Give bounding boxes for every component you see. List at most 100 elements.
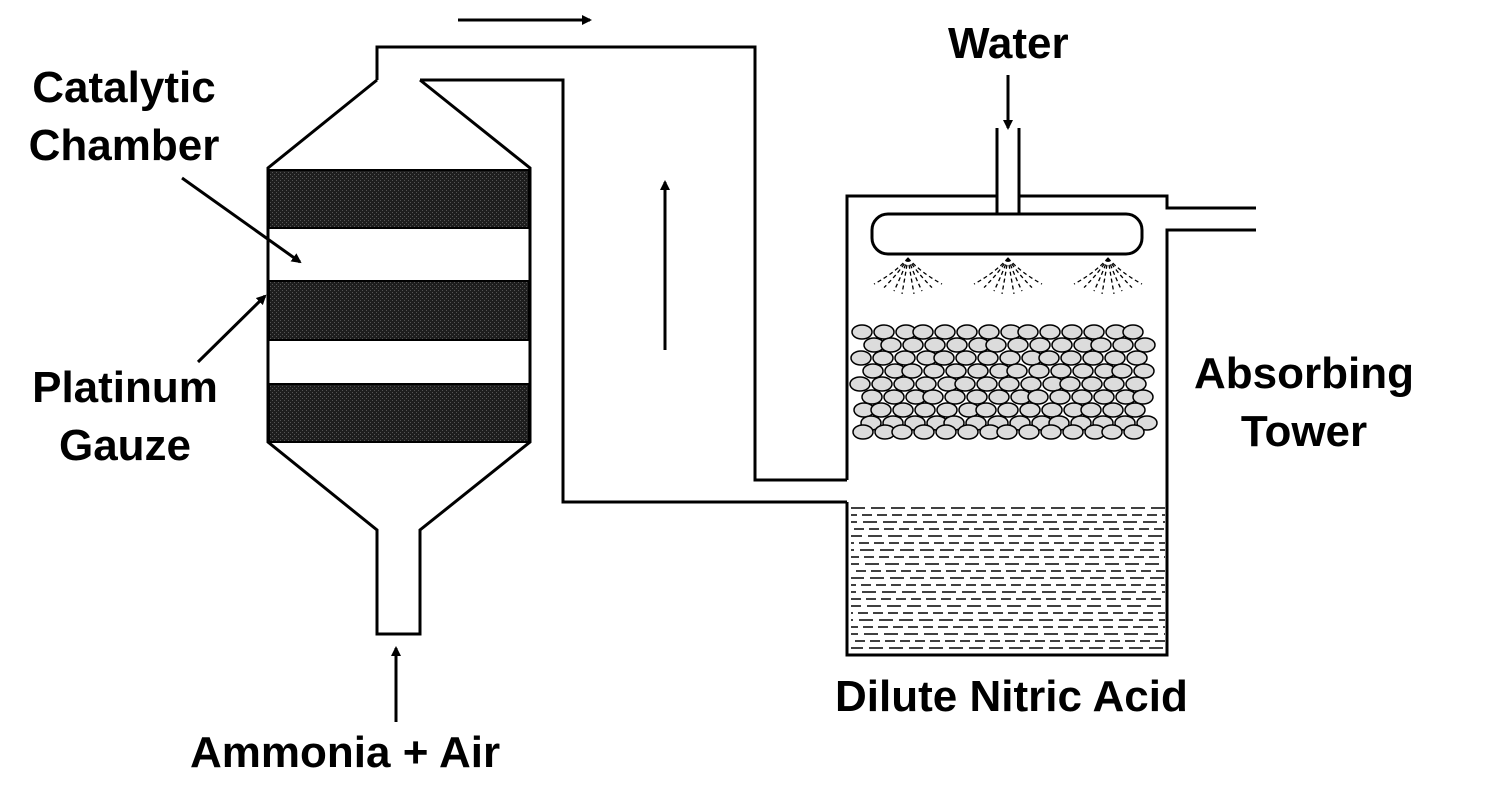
packing-pellet-icon: [1133, 363, 1155, 379]
packing-pellet-icon: [1104, 350, 1126, 366]
absorbing-tower-label: Absorbing Tower: [1175, 352, 1433, 454]
pointer-arrow-icon: [181, 176, 302, 264]
gauze-layer-3: [268, 383, 530, 443]
packing-pellet-icon: [1018, 424, 1040, 440]
packing-pellet-icon: [966, 389, 988, 405]
packing-pellet-icon: [944, 389, 966, 405]
packing-pellet-icon: [1072, 363, 1094, 379]
packing-pellet-icon: [955, 350, 977, 366]
packing-pellet-icon: [1017, 324, 1039, 340]
packing-pellet-icon: [1050, 363, 1072, 379]
water-label: Water: [948, 19, 1069, 68]
packing-pellet-icon: [872, 350, 894, 366]
catalytic-chamber-line-1: Catalytic: [32, 63, 216, 112]
packing-pellet-icon: [1061, 324, 1083, 340]
packing-pellet-icon: [1081, 376, 1103, 392]
absorbing-tower-line-1: Absorbing: [1194, 349, 1414, 398]
packing-pellet-icon: [914, 402, 936, 418]
water-sprayer: [870, 212, 1144, 256]
absorbing-tower: [845, 128, 1256, 657]
packing-pellet-icon: [1122, 324, 1144, 340]
packing-pellet-icon: [1062, 424, 1084, 440]
packing-pellet-icon: [999, 350, 1021, 366]
packing-pellet-icon: [913, 424, 935, 440]
packing-pellet-icon: [873, 324, 895, 340]
packing-pellet-icon: [1102, 402, 1124, 418]
packing-pellet-icon: [976, 376, 998, 392]
packing-pellet-icon: [1103, 376, 1125, 392]
packing-pellet-icon: [978, 324, 1000, 340]
packing-pellet-icon: [1051, 337, 1073, 353]
packing-pellet-icon: [1111, 363, 1133, 379]
packing-pellet-icon: [934, 324, 956, 340]
packing-pellet-icon: [924, 337, 946, 353]
dilute-nitric-acid-label: Dilute Nitric Acid: [835, 672, 1188, 721]
spray-nozzle-icon: [873, 257, 943, 295]
packing-pellet-icon: [852, 424, 874, 440]
packing-pellet-icon: [1006, 363, 1028, 379]
packing-pellet-icon: [915, 376, 937, 392]
packing-pellet-icon: [977, 350, 999, 366]
packing-pellet-icon: [945, 363, 967, 379]
packing-pellet-icon: [1112, 337, 1134, 353]
packing-pellet-icon: [901, 363, 923, 379]
platinum-gauze-line-2: Gauze: [58, 421, 192, 470]
packing-pellet-icon: [850, 350, 872, 366]
packing-pellet-icon: [851, 324, 873, 340]
packing-pellet-icon: [946, 337, 968, 353]
packing-pellet-icon: [985, 337, 1007, 353]
packing-pellet-icon: [880, 337, 902, 353]
packing-pellet-icon: [1090, 337, 1112, 353]
packing-pellet-icon: [1059, 376, 1081, 392]
packing-pellet-icon: [997, 402, 1019, 418]
packing-pellet-icon: [892, 402, 914, 418]
packing-pellet-icon: [1071, 389, 1093, 405]
packing-pellet-icon: [935, 424, 957, 440]
packing-pellet-icon: [1007, 337, 1029, 353]
packing-pellet-icon: [1049, 389, 1071, 405]
packing-pellet-icon: [1041, 402, 1063, 418]
platinum-gauze-layers: [268, 169, 530, 443]
packing-pellet-icon: [861, 389, 883, 405]
gauze-layer-1: [268, 169, 530, 229]
pointer-arrow-icon: [196, 294, 267, 364]
platinum-gauze-line-1: Platinum: [32, 363, 218, 412]
packing-pellet-icon: [1082, 350, 1104, 366]
spray-nozzle-icon: [1073, 257, 1143, 295]
packing-pellet-icon: [936, 402, 958, 418]
spray-jets: [873, 257, 1143, 295]
packing-pellet-icon: [967, 363, 989, 379]
packing-pellet-icon: [988, 389, 1010, 405]
platinum-gauze-label: Platinum Gauze: [10, 366, 240, 468]
packing-pellet-icon: [975, 402, 997, 418]
packing-pellet-icon: [1028, 363, 1050, 379]
packing-pellet-icon: [1125, 376, 1147, 392]
packing-pellet-icon: [1123, 424, 1145, 440]
dilute-acid-liquid: [851, 507, 1165, 649]
chamber-shell: [266, 78, 532, 636]
packing-pellet-icon: [849, 376, 871, 392]
absorbing-tower-line-2: Tower: [1240, 407, 1368, 456]
packing-pellet-icon: [871, 376, 893, 392]
packing-pellet-icon: [996, 424, 1018, 440]
flow-arrows: [181, 15, 1013, 722]
packing-pellet-icon: [923, 363, 945, 379]
packing-pellet-icon: [1093, 389, 1115, 405]
packing-pellet-icon: [922, 389, 944, 405]
packing-pellet-icon: [891, 424, 913, 440]
catalytic-chamber-line-2: Chamber: [28, 121, 220, 170]
packing-pellet-icon: [956, 324, 978, 340]
catalytic-chamber-label: Catalytic Chamber: [6, 66, 242, 168]
packing-pellet-icon: [1038, 350, 1060, 366]
packing-pellet-icon: [1029, 337, 1051, 353]
packing-pellet-icon: [862, 363, 884, 379]
packing-pellet-icon: [1124, 402, 1146, 418]
gauze-layer-2: [268, 280, 530, 341]
packing-pellet-icon: [902, 337, 924, 353]
packing-pellet-icon: [1136, 415, 1158, 431]
packing-pellet-icon: [1134, 337, 1156, 353]
packing-pellet-icon: [1019, 402, 1041, 418]
packing-pellet-icon: [893, 376, 915, 392]
